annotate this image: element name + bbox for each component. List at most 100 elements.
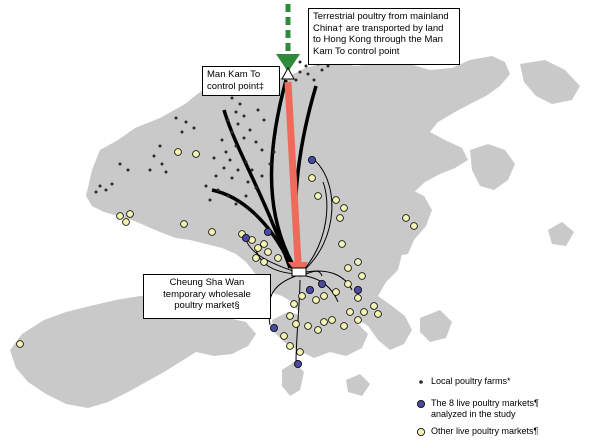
poultry-farm-dot [118, 162, 122, 166]
poultry-farm-dot [208, 198, 212, 202]
distribution-arrow [301, 181, 328, 273]
distribution-arrow [245, 239, 297, 273]
poultry-farm-dot [244, 160, 248, 164]
poultry-farm-dot [192, 126, 196, 130]
poultry-farm-dot [180, 130, 184, 134]
poultry-farm-dot [94, 190, 98, 194]
map-legend: Local poultry farms* The 8 live poultry … [416, 370, 596, 446]
other-live-poultry-market [122, 218, 130, 226]
poultry-farm-dot [230, 176, 234, 180]
poultry-farm-dot [260, 148, 264, 152]
other-live-poultry-market [192, 150, 200, 158]
transport-routes [211, 4, 318, 278]
other-live-poultry-market [344, 280, 352, 288]
poultry-farm-dot [294, 78, 298, 82]
other-live-poultry-market [402, 214, 410, 222]
other-live-poultry-market [410, 222, 418, 230]
distribution-arrow [305, 275, 339, 303]
other-live-poultry-market [298, 292, 306, 300]
poultry-farm-dot [268, 162, 272, 166]
poultry-farm-dot [222, 166, 226, 170]
other-live-poultry-market [260, 258, 268, 266]
man-kam-to-line-2: control point‡ [207, 80, 265, 92]
man-kam-to-line-1: Man Kam To [207, 69, 261, 80]
poultry-farm-dot [160, 162, 164, 166]
poultry-farm-dot [216, 188, 220, 192]
poultry-farm-dot [272, 150, 276, 154]
lantau-island [10, 296, 256, 408]
other-live-poultry-market [336, 214, 344, 222]
poultry-farm-dot [304, 64, 308, 68]
studied-live-poultry-market [241, 233, 250, 242]
other-live-poultry-market [314, 192, 322, 200]
transport-callout-line-3: to Hong Kong through the Man [313, 34, 443, 45]
cheung-sha-wan-line-1: Cheung Sha Wan [169, 277, 245, 288]
local-poultry-farms [94, 58, 330, 206]
poultry-farm-dot [326, 64, 330, 68]
studied-live-poultry-market [353, 285, 362, 294]
yellow-circle-icon [417, 428, 425, 436]
small-black-dot-icon [419, 380, 423, 384]
other-live-poultry-market [116, 212, 124, 220]
other-live-poultry-market [320, 292, 328, 300]
other-live-poultry-market [174, 148, 182, 156]
studied-live-poultry-market [307, 155, 316, 164]
other-live-poultry-market [292, 320, 300, 328]
other-live-poultry-market [340, 322, 348, 330]
other-live-poultry-market [280, 332, 288, 340]
poultry-farm-dot [152, 154, 156, 158]
poultry-farm-dot [234, 144, 238, 148]
other-live-poultry-market [312, 296, 320, 304]
poultry-farm-dot [256, 108, 260, 112]
blue-circle-icon [417, 400, 425, 408]
other-live-poultry-market [304, 322, 312, 330]
other-live-poultry-market [290, 300, 298, 308]
sai-kung-peninsula [384, 190, 432, 256]
poultry-farm-dot [126, 168, 130, 172]
other-live-poultry-market [354, 316, 362, 324]
poultry-farm-dot [260, 174, 264, 178]
studied-live-poultry-market [293, 359, 302, 368]
other-live-poultry-market [16, 340, 24, 348]
po-toi-island [346, 374, 370, 396]
eastern-small-islands [420, 310, 452, 342]
other-live-poultry-market [260, 240, 268, 248]
poultry-farm-dot [214, 174, 218, 178]
transport-callout: Terrestrial poultry from mainland China†… [308, 8, 460, 65]
poultry-farm-dot [204, 184, 208, 188]
studied-live-poultry-market [317, 279, 326, 288]
other-live-poultry-market [180, 220, 188, 228]
other-live-poultry-market [358, 272, 366, 280]
poultry-farm-dot [98, 184, 102, 188]
poultry-farm-dot [164, 170, 168, 174]
far-east-island [548, 222, 574, 246]
mainland-import-arrowhead [276, 54, 300, 72]
cheung-sha-wan-callout: Cheung Sha Wan temporary wholesale poult… [143, 274, 271, 319]
poultry-farm-dot [306, 72, 310, 76]
legend-farms-label: Local poultry farms* [431, 376, 511, 386]
legend-other-label: Other live poultry markets¶ [431, 426, 539, 436]
distribution-arrows [245, 157, 353, 363]
poultry-farm-dot [234, 110, 238, 114]
poultry-farm-dot [298, 60, 302, 64]
legend-studied-line-2: analyzed in the study [431, 408, 516, 419]
other-live-poultry-market [254, 244, 262, 252]
poultry-farm-dot [244, 194, 248, 198]
poultry-farm-dot [230, 96, 234, 100]
distribution-arrow [255, 249, 297, 275]
poultry-farm-dot [226, 194, 230, 198]
other-live-poultry-market [296, 348, 304, 356]
poultry-farm-dot [230, 130, 234, 134]
other-live-poultry-market [374, 310, 382, 318]
poultry-farm-dot [226, 118, 230, 122]
transport-callout-line-2: China† are transported by land [313, 22, 444, 34]
poultry-farm-dot [110, 182, 114, 186]
poultry-farm-dot [228, 158, 232, 162]
studied-live-poultry-market [263, 227, 272, 236]
poultry-farm-dot [254, 186, 258, 190]
lamma-island [282, 362, 304, 396]
poultry-farm-dot [234, 202, 238, 206]
other-live-poultry-market [208, 228, 216, 236]
other-live-poultry-market [286, 312, 294, 320]
other-live-poultry-market [332, 288, 340, 296]
